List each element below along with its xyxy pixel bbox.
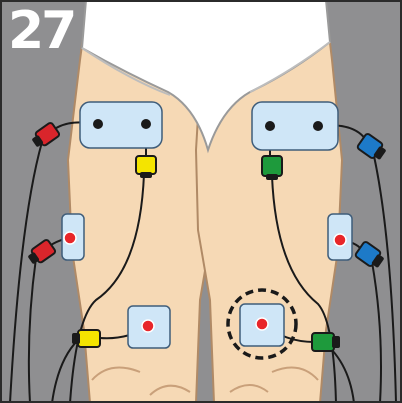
- pad-upper-right: [251, 101, 339, 151]
- green-connector-lower-right: [311, 332, 340, 352]
- pad-lower-left-dot: [141, 319, 155, 333]
- pad-upper-left-snap-b: [141, 119, 151, 129]
- left-knee-line: [91, 366, 141, 381]
- dashed-highlight-circle: [226, 288, 298, 360]
- yellow-connector-lower-left: [72, 329, 101, 348]
- red-connector-mid-left: [28, 239, 57, 264]
- left-knee-line-2: [149, 384, 191, 396]
- pad-mid-left-dot: [63, 231, 77, 245]
- connectors: [28, 122, 386, 352]
- underwear-hem-left: [81, 47, 171, 96]
- step-number-label: 27: [8, 1, 77, 61]
- right-knee-line: [229, 384, 269, 393]
- pad-upper-left-snap-a: [93, 119, 103, 129]
- green-connector-upper-right: [261, 155, 283, 180]
- pad-upper-left: [79, 101, 163, 149]
- yellow-connector-upper-left: [135, 155, 157, 178]
- red-connector-upper-left: [32, 122, 61, 147]
- right-knee-line-2: [271, 366, 319, 381]
- blue-connector-mid-right: [354, 241, 384, 268]
- pad-upper-right-snap-b: [313, 121, 323, 131]
- pad-lower-right-dot: [255, 317, 269, 331]
- underwear-hem-right: [249, 41, 331, 93]
- pad-mid-right-dot: [333, 233, 347, 247]
- electrode-pads: [61, 101, 353, 349]
- pad-upper-right-snap-a: [265, 121, 275, 131]
- blue-connector-upper-right: [356, 133, 386, 160]
